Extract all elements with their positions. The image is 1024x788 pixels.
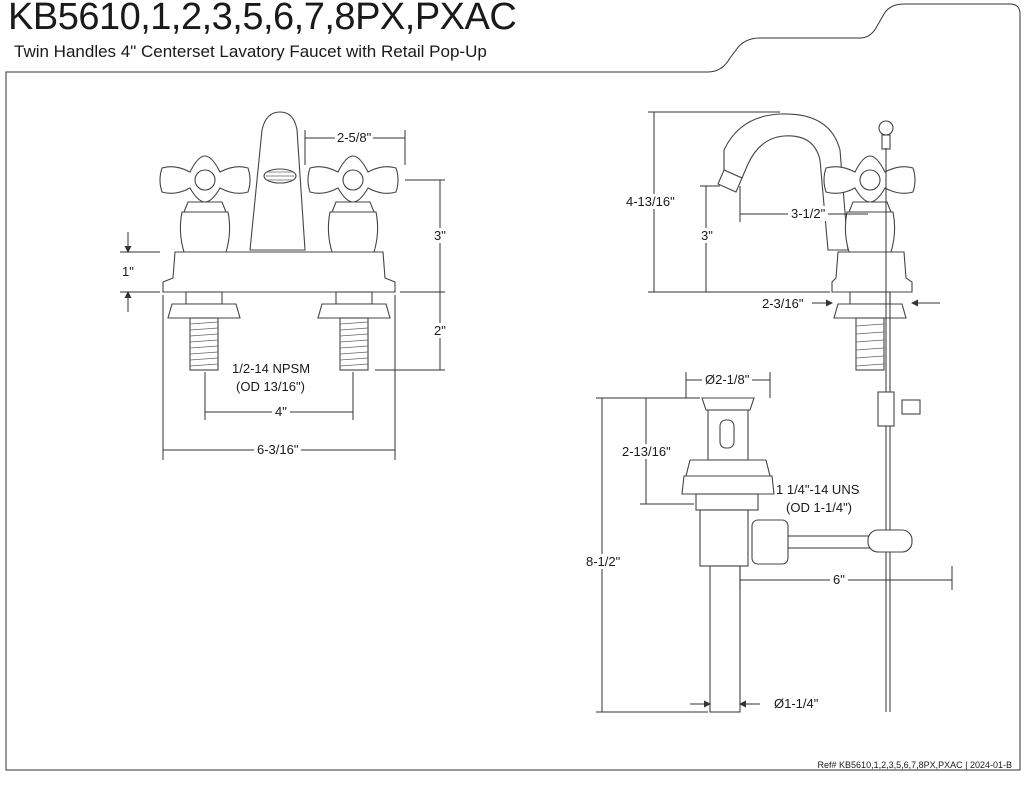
dim-flange-height: 2-13/16" [620, 444, 673, 459]
drain-tailpiece [709, 565, 741, 713]
side-popup-knob [878, 120, 894, 150]
side-spout [723, 113, 849, 251]
dim-flange-dia: Ø2-1/8" [702, 372, 753, 387]
reference-footer: Ref# KB5610,1,2,3,5,6,7,8PX,PXAC | 2024-… [817, 760, 1012, 770]
dim-rod-reach: 6" [830, 572, 848, 587]
rod-screw [901, 399, 921, 415]
drain-assembly [681, 397, 913, 713]
dim-total-length: 8-1/2" [584, 554, 623, 569]
dim-handle-offset: 2-5/8" [335, 130, 374, 145]
drain-body [699, 509, 749, 567]
dim-deck-thickness: 1" [122, 264, 134, 279]
front-left-shank [167, 291, 241, 371]
side-base [831, 251, 913, 293]
model-number-title: KB5610,1,2,3,5,6,7,8PX,PXAC [8, 0, 517, 38]
dim-spout-reach: 3-1/2" [788, 206, 829, 221]
front-right-shank [317, 291, 391, 371]
front-base-plate [162, 251, 396, 293]
dim-shank-length: 2" [432, 323, 448, 338]
drain-thread-spec-line2: (OD 1-1/4") [786, 500, 853, 515]
dim-height-above-deck: 3" [432, 228, 448, 243]
drain-stopper [701, 397, 755, 411]
dim-centerset: 4" [272, 404, 290, 419]
side-view-faucet [717, 113, 921, 712]
dim-base-depth: 2-3/16" [762, 296, 804, 311]
dim-tailpiece-dia: Ø1-1/4" [774, 696, 819, 711]
dim-spout-height: 3" [699, 228, 715, 243]
drain-thread-spec-line1: 1 1/4"-14 UNS [776, 482, 860, 497]
sheet-border [5, 3, 1021, 771]
product-description: Twin Handles 4" Centerset Lavatory Fauce… [14, 42, 487, 61]
front-right-handle [307, 155, 399, 253]
front-thread-spec-line2: (OD 13/16") [236, 379, 305, 394]
drain-strap [867, 529, 913, 553]
dim-overall-height: 4-13/16" [624, 194, 677, 209]
front-left-handle [159, 155, 251, 253]
drain-pivot-nut [751, 519, 789, 565]
dim-overall-width: 6-3/16" [254, 442, 302, 457]
front-view-faucet [159, 111, 399, 371]
side-handle [823, 155, 916, 253]
front-thread-spec-line1: 1/2-14 NPSM [232, 361, 311, 376]
